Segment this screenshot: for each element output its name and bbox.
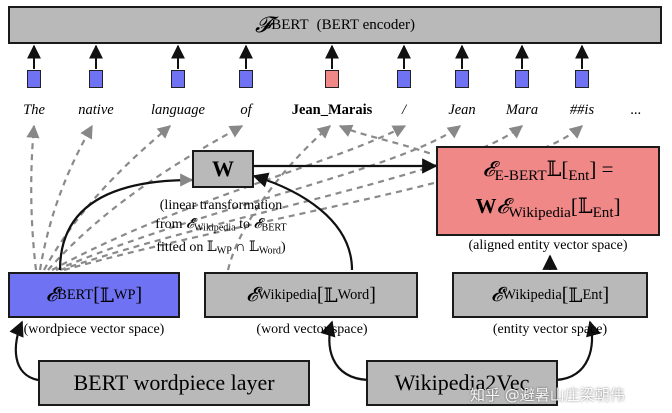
wiki2vec-to-word-arrow [320, 320, 369, 382]
token-word-5: / [401, 102, 407, 118]
ebert-caption: (aligned entity vector space) [468, 238, 628, 253]
encoder-sub: BERT [271, 16, 309, 33]
token-word-6: Jean [448, 102, 476, 118]
token-word-9: ... [630, 102, 642, 118]
wordpiece-to-w-arrow [58, 173, 194, 271]
token-word-8: ##is [569, 102, 595, 118]
token-word-2: language [151, 102, 205, 118]
word-space-dashed-arrow [226, 125, 332, 271]
token-square-3 [239, 70, 253, 88]
token-square-6 [455, 70, 469, 88]
token-square-1 [89, 70, 103, 88]
token-word-4: Jean_Marais [291, 102, 373, 118]
token-square-2 [171, 70, 185, 88]
wikipedia2vec-box: Wikipedia2Vec [366, 360, 558, 406]
entity-caption: (entity vector space) [492, 322, 608, 337]
token-square-7 [515, 70, 529, 88]
transform-note-line1: (linear transformation [159, 198, 283, 213]
transform-note: (linear transformation from 𝓔Wikipedia t… [106, 196, 336, 260]
encoder-label: (BERT encoder) [316, 16, 416, 33]
transform-note-line3: fitted on 𝕃WP ∩ 𝕃Word) [156, 238, 286, 257]
encoder-symbol: 𝓕 [254, 12, 272, 37]
bert-wordpiece-layer-box: BERT wordpiece layer [38, 360, 310, 406]
word-to-w-arrow [252, 172, 354, 271]
token-square-0 [27, 70, 41, 88]
token-word-7: Mara [505, 102, 539, 118]
token-word-3: of [240, 102, 252, 118]
jean-marais-dashed-arrow [338, 124, 433, 156]
token-square-4 [325, 70, 339, 88]
wordpiece-caption: (wordpiece vector space) [23, 322, 165, 337]
token-word-1: native [78, 102, 114, 118]
token-square-8 [575, 70, 589, 88]
ebert-row1: 𝓔E-BERT𝕃[𝕃Ent] = [482, 157, 614, 184]
token-to-encoder-arrows [27, 44, 589, 69]
ebert-aligned-box: 𝓔E-BERT𝕃[𝕃Ent] = W𝓔Wikipedia[𝕃Ent] [436, 146, 660, 236]
w-matrix-box: W [192, 150, 254, 188]
ebert-row2: W𝓔Wikipedia[𝕃Ent] [475, 194, 621, 221]
wiki2vec-to-entity-arrow [555, 320, 601, 382]
token-word-0: The [23, 102, 45, 118]
w-label: W [212, 156, 234, 181]
bert-layer-to-wordpiece-arrow [9, 320, 39, 382]
token-square-5 [397, 70, 411, 88]
word-caption: (word vector space) [256, 322, 368, 337]
transform-note-line2: from 𝓔Wikipedia to 𝓔BERT [155, 217, 287, 234]
watermark: 知乎 @避暑山庄梁朝伟 [470, 386, 625, 404]
